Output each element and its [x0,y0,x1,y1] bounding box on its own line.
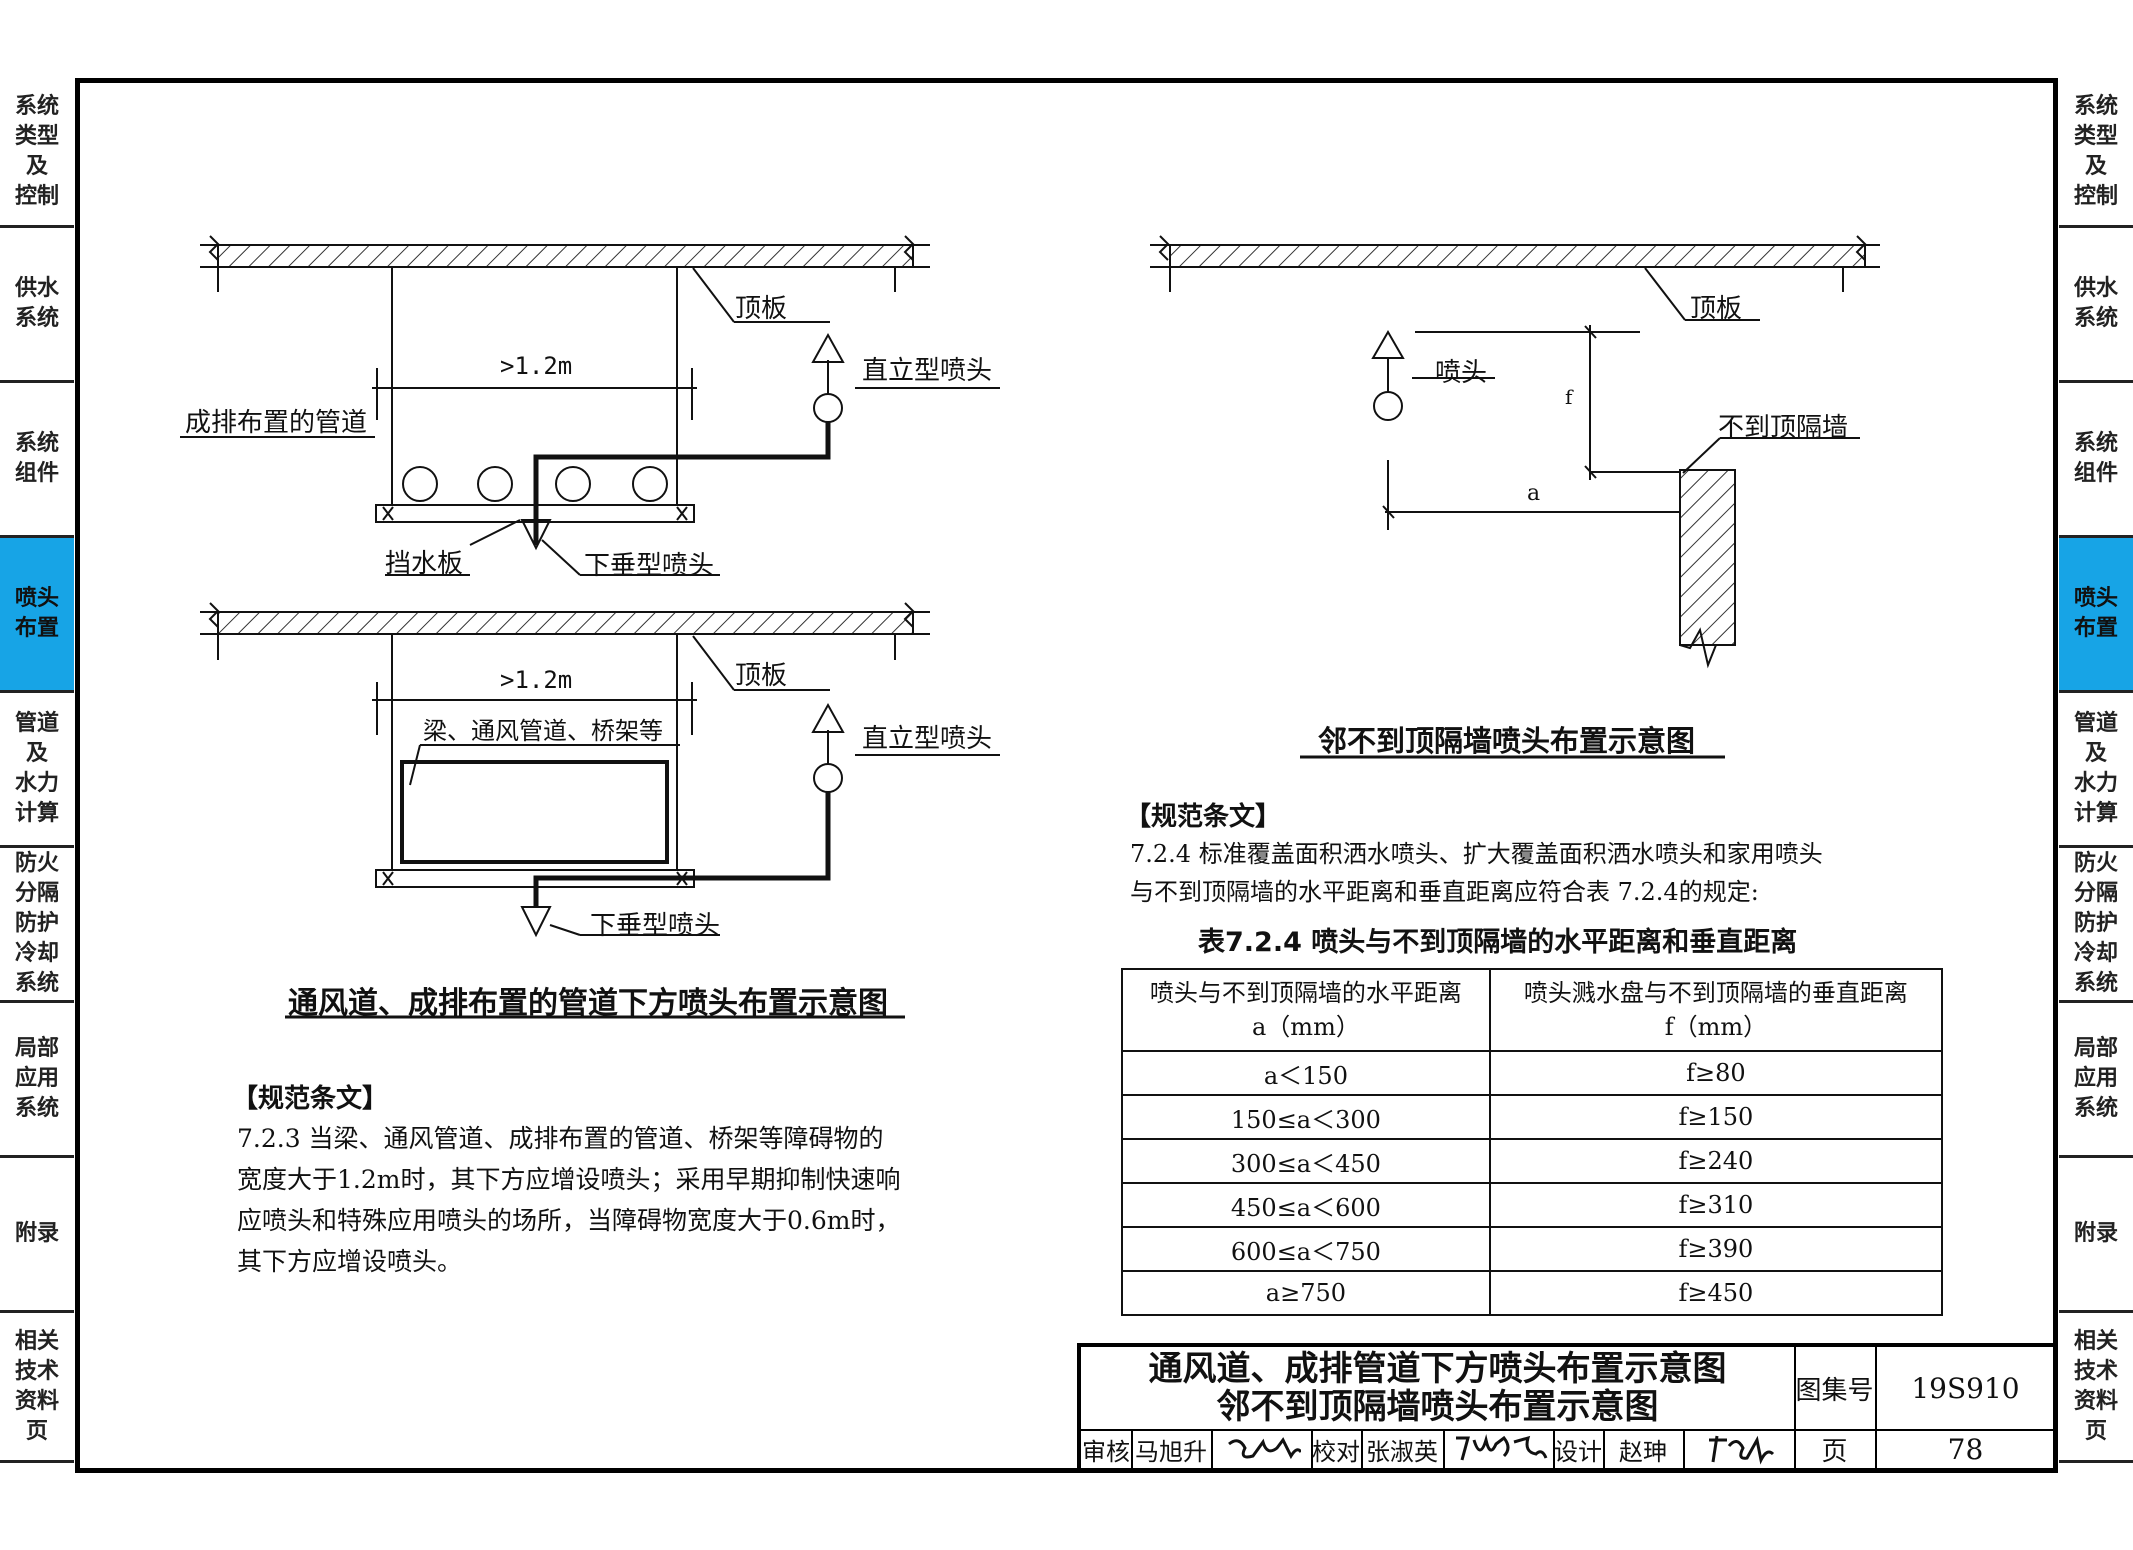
side-tab[interactable]: 局部 应用 系统 [2059,1003,2133,1158]
diagram-obstacle [200,602,1000,938]
d2-width-label: >1.2m [500,666,573,694]
d3-ceiling-label: 顶板 [1690,294,1743,324]
side-tab[interactable]: 防火 分隔 防护 冷却 系统 [2059,848,2133,1003]
d1-upright-label: 直立型喷头 [862,356,993,386]
reviewer-name: 马旭升 [1135,1437,1207,1466]
title-line-2: 邻不到顶隔墙喷头布置示意图 [1216,1387,1659,1427]
side-tab[interactable]: 系统 类型 及 控制 [0,78,74,228]
designer-name: 赵珅 [1619,1437,1667,1466]
designer-signature [1683,1429,1794,1469]
title-line-1: 通风道、成排管道下方喷头布置示意图 [1148,1349,1727,1389]
diagram-pipes [180,235,1000,576]
right-spec-body: 7.2.4 标准覆盖面积洒水喷头、扩大覆盖面积洒水喷头和家用喷头 与不到顶隔墙的… [1130,835,1823,911]
side-tab[interactable]: 附录 [0,1158,74,1313]
page-number: 78 [1947,1432,1984,1466]
left-spec-line: 7.2.3 当梁、通风管道、成排布置的管道、桥架等障碍物的 [237,1124,884,1153]
side-tab[interactable]: 喷头 布置 [0,538,74,693]
drawing-frame [75,78,2058,1473]
side-tab[interactable]: 相关 技术 资料 页 [2059,1313,2133,1463]
side-tab[interactable]: 供水 系统 [2059,228,2133,383]
left-spec-line: 宽度大于1.2m时，其下方应增设喷头；采用早期抑制快速响 [237,1165,901,1194]
design-label: 设计 [1554,1437,1602,1466]
left-spec-heading: 【规范条文】 [232,1084,389,1114]
atlas-label: 图集号 [1795,1375,1874,1406]
side-tab[interactable]: 防火 分隔 防护 冷却 系统 [0,848,74,1003]
d2-upright-label: 直立型喷头 [862,724,993,754]
d2-pendent-label: 下垂型喷头 [590,911,721,941]
side-tab[interactable]: 系统 组件 [0,383,74,538]
left-spec-line: 应喷头和特殊应用喷头的场所，当障碍物宽度大于0.6m时， [237,1206,901,1235]
side-tab[interactable]: 供水 系统 [0,228,74,383]
diagram-partition-wall [1150,235,1880,669]
reviewer-signature [1211,1429,1311,1469]
left-spec-body: 7.2.3 当梁、通风管道、成排布置的管道、桥架等障碍物的 宽度大于1.2m时，… [237,1118,900,1282]
d2-ceiling-label: 顶板 [735,661,788,691]
d1-pipes-label: 成排布置的管道 [185,408,368,438]
side-tab[interactable]: 系统 组件 [2059,383,2133,538]
side-tab[interactable]: 管道 及 水力 计算 [2059,693,2133,848]
d3-f-label: f [1565,385,1573,409]
side-tab[interactable]: 相关 技术 资料 页 [0,1313,74,1463]
d3-a-label: a [1527,481,1541,506]
right-spec-line: 7.2.4 标准覆盖面积洒水喷头、扩大覆盖面积洒水喷头和家用喷头 [1130,840,1823,868]
left-figure-caption: 通风道、成排布置的管道下方喷头布置示意图 [288,986,888,1021]
review-label: 审核 [1082,1437,1130,1466]
d1-width-label: >1.2m [500,352,573,380]
table-title: 表7.2.4 喷头与不到顶隔墙的水平距离和垂直距离 [1198,927,1798,958]
side-tab[interactable]: 局部 应用 系统 [0,1003,74,1158]
d3-wall-label: 不到顶隔墙 [1718,413,1849,443]
checker-signature [1443,1429,1553,1469]
d1-ceiling-label: 顶板 [735,294,788,324]
right-spec-line: 与不到顶隔墙的水平距离和垂直距离应符合表 7.2.4的规定: [1130,878,1759,906]
title-block-title: 通风道、成排管道下方喷头布置示意图 邻不到顶隔墙喷头布置示意图 [1081,1347,1794,1429]
side-tab[interactable]: 附录 [2059,1158,2133,1313]
title-block: 通风道、成排管道下方喷头布置示意图 邻不到顶隔墙喷头布置示意图 图集号 19S9… [1077,1343,2058,1473]
d2-obstacle-label: 梁、通风管道、桥架等 [423,717,663,745]
checker-name: 张淑英 [1366,1437,1438,1466]
right-spec-heading: 【规范条文】 [1125,802,1282,832]
d3-sprinkler-label: 喷头 [1435,358,1488,388]
right-tab-column: 系统 类型 及 控制供水 系统系统 组件喷头 布置管道 及 水力 计算防火 分隔… [2059,78,2133,1463]
atlas-number: 19S910 [1911,1371,2020,1405]
d1-pendent-label: 下垂型喷头 [584,551,715,581]
side-tab[interactable]: 喷头 布置 [2059,538,2133,693]
d1-baffle-label: 挡水板 [385,549,464,579]
side-tab[interactable]: 系统 类型 及 控制 [2059,78,2133,228]
check-label: 校对 [1312,1437,1360,1466]
right-figure-caption: 邻不到顶隔墙喷头布置示意图 [1318,724,1696,758]
left-tab-column: 系统 类型 及 控制供水 系统系统 组件喷头 布置管道 及 水力 计算防火 分隔… [0,78,74,1463]
left-spec-line: 其下方应增设喷头。 [237,1247,463,1276]
page-label: 页 [1821,1436,1848,1467]
side-tab[interactable]: 管道 及 水力 计算 [0,693,74,848]
